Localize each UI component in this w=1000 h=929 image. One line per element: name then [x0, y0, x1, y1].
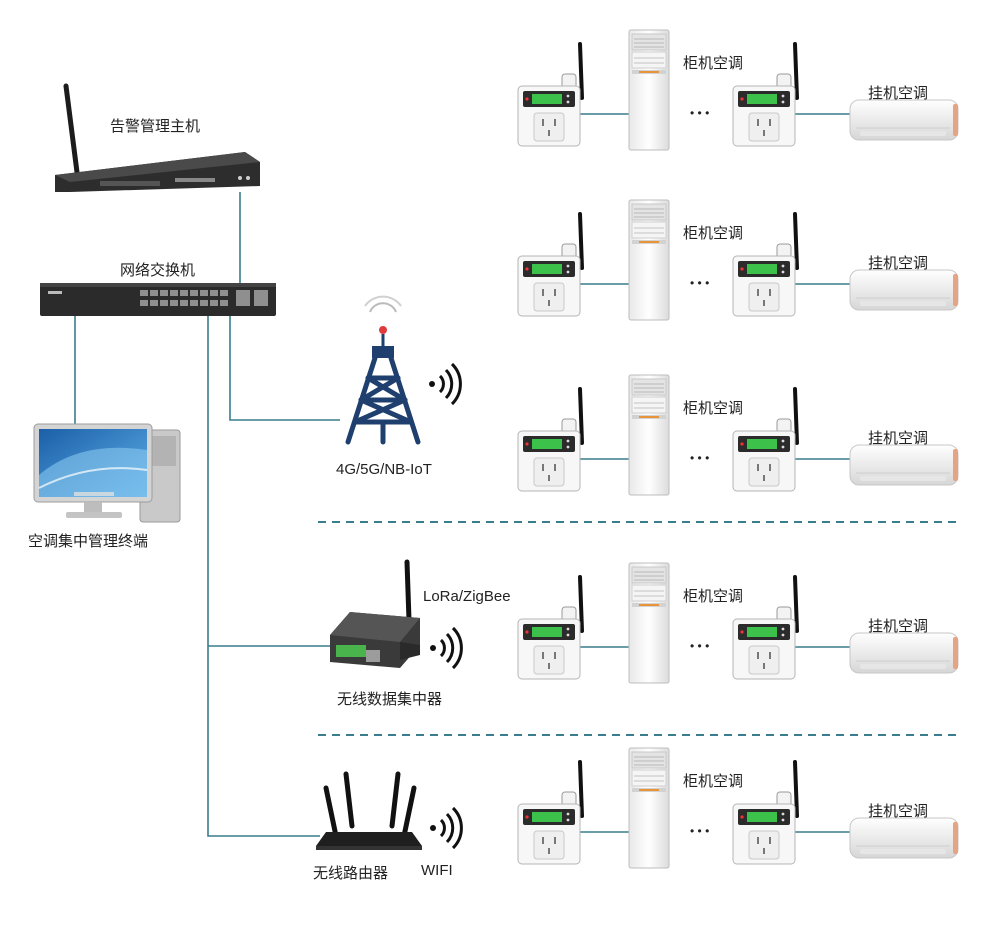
ellipsis-label: • • • [690, 639, 710, 653]
alarm-host-label: 告警管理主机 [110, 118, 201, 135]
cell-tower-icon [345, 295, 421, 445]
wall-ac-label: 挂机空调 [868, 430, 929, 447]
switch-label: 网络交换机 [120, 262, 196, 279]
cabinet-ac-label: 柜机空调 [683, 773, 744, 790]
ellipsis-label: • • • [690, 276, 710, 290]
concentrator-label: 无线数据集中器 [337, 691, 443, 708]
ac-row [516, 29, 959, 151]
ac-row [516, 199, 959, 321]
wall-ac-unit [849, 269, 959, 311]
cabinet-ac-label: 柜机空调 [683, 400, 744, 417]
wireless-router-device [316, 771, 422, 850]
cabinet-ac-unit [628, 562, 670, 684]
ac-row [516, 374, 959, 496]
smart-socket-controller [516, 760, 584, 866]
smart-socket-controller [516, 575, 584, 681]
lora-label: LoRa/ZigBee [423, 588, 511, 605]
wall-ac-label: 挂机空调 [868, 803, 929, 820]
wall-ac-unit [849, 632, 959, 674]
wall-ac-unit [849, 99, 959, 141]
ac-rows [516, 29, 959, 869]
router-label: 无线路由器 [313, 865, 389, 882]
cellular-label: 4G/5G/NB-IoT [336, 461, 432, 478]
ellipsis-label: • • • [690, 106, 710, 120]
terminal-label: 空调集中管理终端 [28, 533, 149, 550]
cabinet-ac-label: 柜机空调 [683, 225, 744, 242]
smart-socket-controller [516, 212, 584, 318]
wireless-signal-icon [428, 806, 463, 850]
wall-ac-label: 挂机空调 [868, 618, 929, 635]
ellipsis-label: • • • [690, 451, 710, 465]
ac-row [516, 562, 959, 684]
management-terminal-device [33, 423, 181, 523]
network-connections [74, 192, 340, 837]
smart-socket-controller [516, 42, 584, 148]
dashed-dividers [318, 521, 960, 736]
wall-ac-unit [849, 817, 959, 859]
cabinet-ac-unit [628, 374, 670, 496]
wall-ac-label: 挂机空调 [868, 255, 929, 272]
cabinet-ac-label: 柜机空调 [683, 55, 744, 72]
cabinet-ac-unit [628, 29, 670, 151]
wall-ac-label: 挂机空调 [868, 85, 929, 102]
alarm-host-device [55, 83, 260, 192]
wireless-signal-icon [427, 362, 462, 406]
ac-row [516, 747, 959, 869]
network-switch-device [40, 283, 276, 316]
wall-ac-unit [849, 444, 959, 486]
ellipsis-label: • • • [690, 824, 710, 838]
smart-socket-controller [516, 387, 584, 493]
data-concentrator-device [330, 559, 420, 668]
cabinet-ac-unit [628, 199, 670, 321]
wifi-label: WIFI [421, 862, 453, 879]
cabinet-ac-unit [628, 747, 670, 869]
cabinet-ac-label: 柜机空调 [683, 588, 744, 605]
wireless-signal-icon [428, 626, 463, 670]
